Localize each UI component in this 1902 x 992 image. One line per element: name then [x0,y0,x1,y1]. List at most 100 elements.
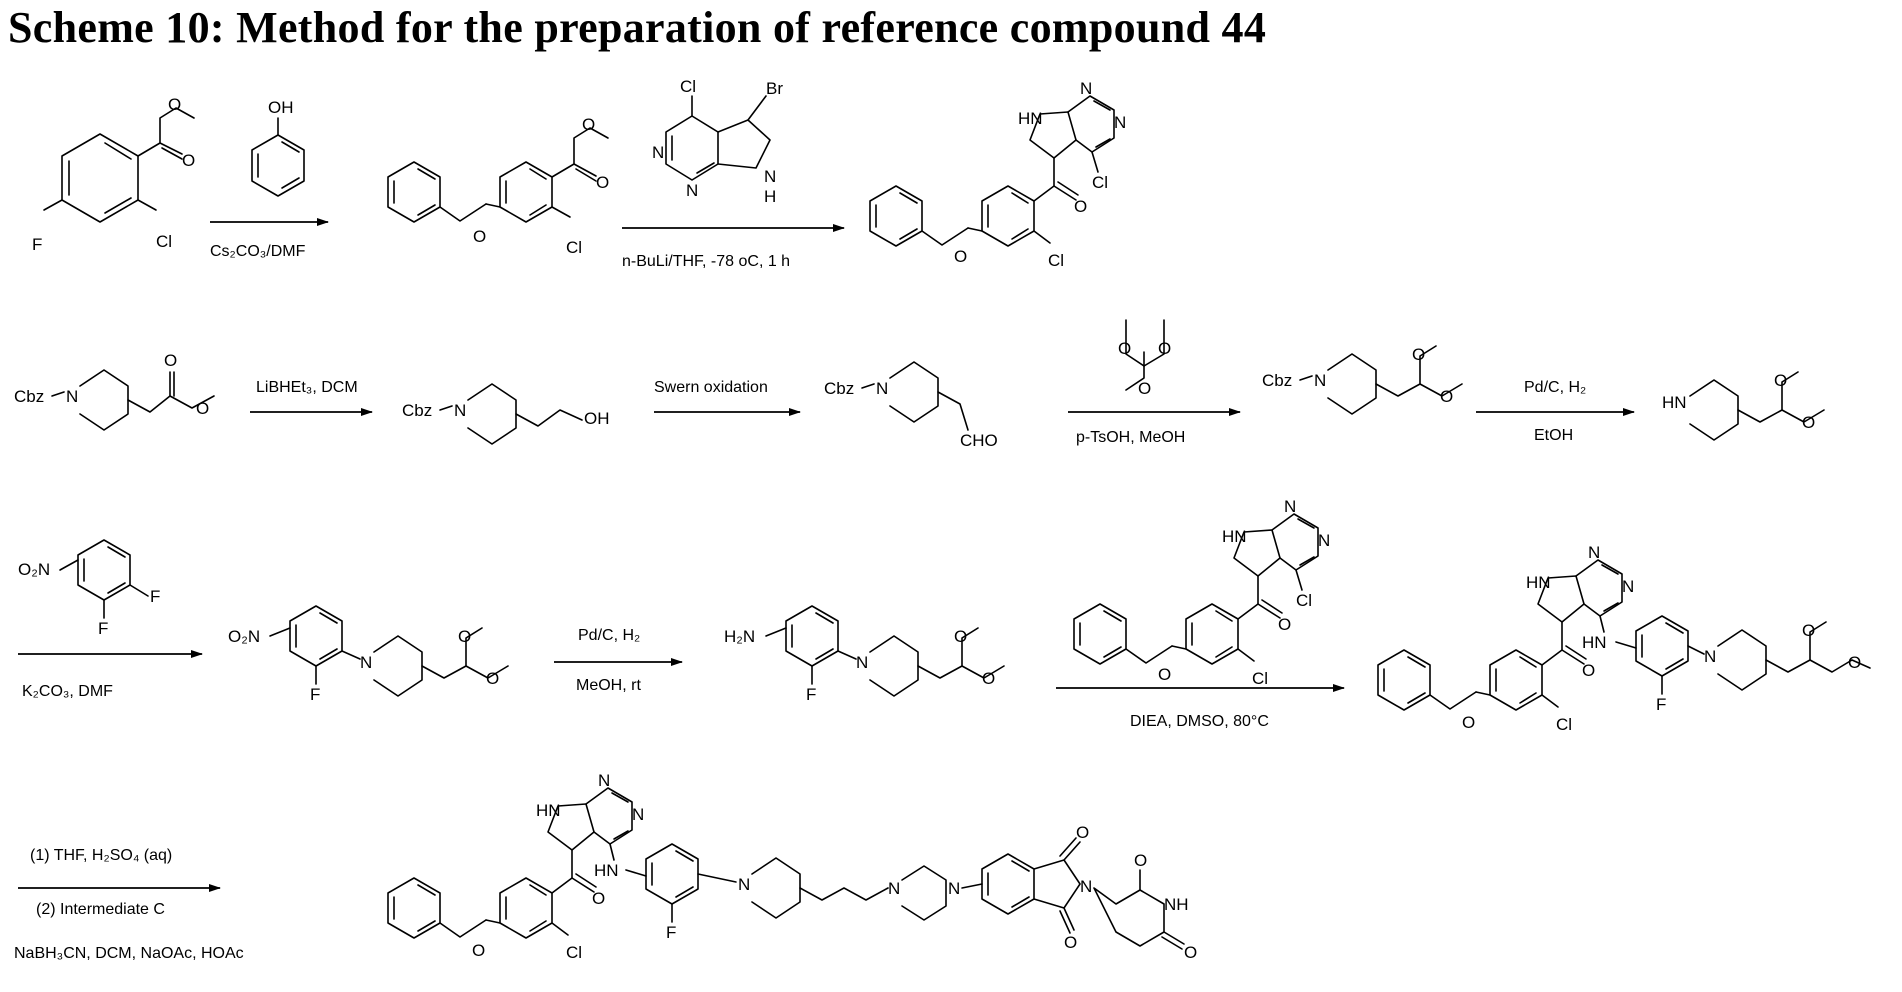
atom-label: O [592,889,605,908]
condition-step10-line1: (1) THF, H₂SO₄ (aq) [30,847,172,864]
compound-cbz-piperidinyl-acetaldehyde: Cbz N CHO [824,362,998,450]
atom-label: N [1114,113,1126,132]
compound-methyl-chlorofluorobenzoate: F Cl O O [32,95,195,254]
reagent-aryl-ketone-chloropyrrolopyrimidine: HN N N Cl O O Cl [1074,497,1330,688]
atom-label: Cl [566,238,582,257]
atom-label: N [632,805,644,824]
atom-label: N [598,771,610,790]
atom-label: N [652,143,664,162]
compound-coupled-acetal-product: HN N N HN O O Cl F N O O [1378,543,1870,734]
condition-step1: Cs₂CO₃/DMF [210,243,306,260]
atom-label: HN [1582,633,1607,652]
atom-label: Cl [680,77,696,96]
atom-label: N [66,387,78,406]
condition-step10-line3: NaBH₃CN, DCM, NaOAc, HOAc [14,945,244,962]
atom-label: N [1080,79,1092,98]
atom-label: O [1462,713,1475,732]
condition-step5: p-TsOH, MeOH [1076,429,1185,446]
atom-label: O [1774,371,1787,390]
compound-piperidinyl-dimethylacetal: HN O O [1662,371,1824,440]
atom-label: O [1582,661,1595,680]
compound-cbz-piperidinyl-dimethylacetal: Cbz N O O [1262,345,1462,414]
atom-label: N [1314,371,1326,390]
atom-label: Cbz [1262,371,1292,390]
compound-nitrofluorophenyl-piperidine-acetal: O₂N F N O O [228,606,508,704]
condition-step4: Swern oxidation [654,379,768,396]
atom-label: O [472,941,485,960]
atom-label: Cbz [14,387,44,406]
atom-label: HN [594,861,619,880]
compound-cbz-piperidinyl-acetate: Cbz N O O [14,351,214,430]
atom-label: F [666,923,676,942]
atom-label: Cl [1296,591,1312,610]
atom-label: O [1278,615,1291,634]
atom-label: Cl [1556,715,1572,734]
atom-label: O [1064,933,1077,952]
atom-label: Cl [1092,173,1108,192]
atom-label: O [1184,943,1197,962]
atom-label: O [1412,345,1425,364]
atom-label: Cl [1048,251,1064,270]
atom-label: CHO [960,431,998,450]
atom-label: O [1138,379,1151,398]
atom-label: O [182,151,195,170]
atom-label: N [948,879,960,898]
atom-label: HN [536,801,561,820]
atom-label: N [738,875,750,894]
atom-label: Cl [566,943,582,962]
atom-label: Br [766,79,783,98]
compound-cbz-piperidinyl-ethanol: Cbz N OH [402,384,610,444]
condition-step8-top: Pd/C, H₂ [578,627,640,644]
atom-label: O [1134,851,1147,870]
atom-label: OH [584,409,610,428]
atom-label: NH [1164,895,1189,914]
atom-label: O [1802,413,1815,432]
atom-label: O [168,95,181,114]
atom-label: N [1622,577,1634,596]
atom-label: F [310,685,320,704]
condition-step10-line2: (2) Intermediate C [36,901,165,918]
condition-step8-bottom: MeOH, rt [576,677,641,694]
compound-reference-44: HN N N HN O O Cl F N N N O O N O NH O [388,771,1197,962]
atom-label: Cl [1252,669,1268,688]
atom-label: HN [1662,393,1687,412]
atom-label: O [196,399,209,418]
atom-label: O [473,227,486,246]
atom-label: H₂N [724,627,755,646]
condition-step3: LiBHEt₃, DCM [256,379,358,396]
atom-label: O [1802,621,1815,640]
atom-label: F [32,235,42,254]
atom-label: O [1074,197,1087,216]
atom-label: O [1076,823,1089,842]
atom-label: N [856,653,868,672]
reagent-phenol: OH [252,98,304,196]
atom-label: N [876,379,888,398]
atom-label: N [686,181,698,200]
condition-step6-top: Pd/C, H₂ [1524,379,1586,396]
atom-label: O [582,115,595,134]
atom-label: O [596,173,609,192]
atom-label: F [1656,695,1666,714]
atom-label: O [1848,653,1861,672]
atom-label: HN [1526,573,1551,592]
atom-label: O [954,247,967,266]
condition-step2: n-BuLi/THF, -78 oC, 1 h [622,253,790,270]
atom-label: N [360,653,372,672]
reagent-trimethyl-orthoformate: O O O [1118,320,1171,398]
atom-label: N [454,401,466,420]
condition-step9: DIEA, DMSO, 80°C [1130,713,1269,730]
atom-label: O [1158,339,1171,358]
compound-aryl-ketone-chloropyrrolopyrimidine: HN N N Cl O O Cl [870,79,1126,270]
compound-aminofluorophenyl-piperidine-acetal: H₂N F N O O [724,606,1004,704]
atom-label: F [98,619,108,638]
atom-label: F [806,685,816,704]
atom-label: Cl [156,232,172,251]
atom-label: HN [1222,527,1247,546]
atom-label: O₂N [228,627,260,646]
reagent-difluoronitrobenzene: O₂N F F [18,540,160,638]
atom-label: O [1118,339,1131,358]
atom-label: O [486,669,499,688]
atom-label: N [1284,497,1296,516]
reagent-bromochloropyrrolopyrimidine: Cl Br N N N H [652,77,783,206]
atom-label: OH [268,98,294,117]
